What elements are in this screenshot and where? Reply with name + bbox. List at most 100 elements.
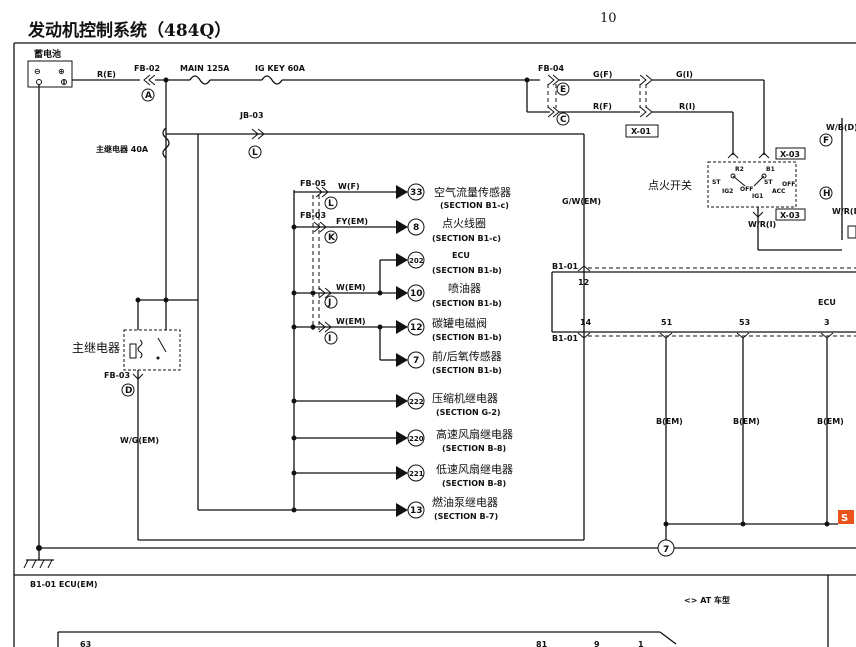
wire-w-r-i: W/R(I) bbox=[748, 220, 776, 229]
ignition-switch: ST IG2 R2 OFF IG1 B1 ST ACC OFF bbox=[707, 161, 797, 208]
load-section: (SECTION B-8) bbox=[442, 444, 506, 453]
load-ref: 33 bbox=[410, 188, 423, 198]
fb-05-label: FB-05 bbox=[300, 179, 326, 188]
wire-b-em-3: B(EM) bbox=[817, 417, 844, 426]
ecu-pin-53: 53 bbox=[739, 318, 750, 327]
wire-w-r-d: W/R(D) bbox=[832, 207, 856, 216]
ground-symbol bbox=[23, 559, 54, 569]
wire-g-w-em: G/W(EM) bbox=[562, 197, 601, 206]
battery-plus-icon: ⊕ bbox=[58, 67, 65, 76]
fb-02-label: FB-02 bbox=[134, 64, 160, 73]
load-13: 13 燃油泵继电器 (SECTION B-7) bbox=[396, 495, 498, 521]
load-section: (SECTION B1-b) bbox=[432, 333, 502, 342]
svg-text:K: K bbox=[328, 233, 336, 243]
ecu-label: ECU bbox=[818, 298, 836, 307]
load-12: 12 碳罐电磁阀 (SECTION B1-b) bbox=[396, 316, 502, 342]
load-name: 压缩机继电器 bbox=[432, 391, 498, 405]
x-01-connector bbox=[639, 74, 653, 118]
wire-g-i: G(I) bbox=[676, 70, 693, 79]
load-ref: 13 bbox=[410, 506, 423, 516]
load-ref: 220 bbox=[409, 435, 424, 443]
page-title: 发动机控制系统（484Q） bbox=[27, 20, 231, 41]
fb-03-bottom-label: FB-03 bbox=[104, 371, 130, 380]
svg-text:L: L bbox=[252, 148, 258, 158]
battery: 蓄电池 ⊖ ⊕ bbox=[27, 48, 73, 88]
circle-i bbox=[324, 331, 338, 345]
load-ref: 221 bbox=[409, 470, 424, 478]
svg-text:IG2: IG2 bbox=[722, 188, 733, 195]
load-8: 8 点火线圈 (SECTION B1-c) bbox=[396, 216, 501, 243]
fb-03-mid-label: FB-03 bbox=[300, 211, 326, 220]
load-ref: 7 bbox=[413, 356, 419, 366]
svg-text:IG1: IG1 bbox=[752, 193, 763, 200]
circle-k bbox=[324, 230, 338, 244]
wire-b-em-2: B(EM) bbox=[733, 417, 760, 426]
svg-text:OFF: OFF bbox=[740, 186, 753, 193]
x-03-connector-bottom bbox=[752, 211, 764, 218]
circle-f bbox=[819, 133, 833, 147]
circle-h bbox=[819, 186, 833, 200]
fb-03-bottom-connector bbox=[132, 373, 144, 380]
wire-fy-em: FY(EM) bbox=[336, 217, 368, 226]
bottom-panel-title: B1-01 ECU(EM) bbox=[30, 580, 97, 589]
load-10: 10 喷油器 (SECTION B1-b) bbox=[396, 281, 502, 308]
load-section: (SECTION B-8) bbox=[442, 479, 506, 488]
load-7: 7 前/后氧传感器 (SECTION B1-b) bbox=[396, 349, 502, 375]
svg-text:L: L bbox=[328, 199, 334, 209]
fb-02-connector bbox=[143, 74, 156, 86]
circle-e bbox=[556, 82, 570, 96]
jb-03-label: JB-03 bbox=[239, 111, 264, 120]
b1-01-bottom-label: B1-01 bbox=[552, 334, 579, 343]
svg-text:ST: ST bbox=[764, 179, 773, 186]
x-01-label: X-01 bbox=[631, 127, 651, 136]
wire-w-em-1: W(EM) bbox=[336, 283, 366, 292]
svg-text:B1: B1 bbox=[766, 166, 775, 173]
wire-b-em-1: B(EM) bbox=[656, 417, 683, 426]
load-name: 高速风扇继电器 bbox=[436, 427, 513, 441]
ig-key-fuse-label: IG KEY 60A bbox=[255, 64, 306, 73]
circle-d bbox=[121, 383, 135, 397]
load-220: 220 高速风扇继电器 (SECTION B-8) bbox=[396, 427, 513, 453]
load-section: (SECTION B1-c) bbox=[432, 234, 501, 243]
main-fuse-label: MAIN 125A bbox=[180, 64, 230, 73]
diagram-frame bbox=[13, 42, 856, 647]
load-name: 前/后氧传感器 bbox=[432, 349, 502, 363]
svg-text:R2: R2 bbox=[735, 166, 744, 173]
svg-text:ST: ST bbox=[712, 179, 721, 186]
main-relay-fuse-label: 主继电器 40A bbox=[96, 144, 149, 154]
svg-text:D: D bbox=[125, 386, 132, 396]
load-name: ECU bbox=[452, 251, 470, 260]
x-03-connector-top bbox=[727, 152, 770, 159]
page-number: 10 bbox=[600, 11, 617, 26]
at-model-note: <> AT 车型 bbox=[684, 595, 730, 605]
load-221: 221 低速风扇继电器 (SECTION B-8) bbox=[396, 462, 513, 488]
main-relay-label: 主继电器 bbox=[72, 341, 120, 355]
wire-w-em-2: W(EM) bbox=[336, 317, 366, 326]
load-section: (SECTION B1-c) bbox=[440, 201, 509, 210]
ecu-pin-3: 3 bbox=[824, 318, 830, 327]
load-ref: 10 bbox=[410, 289, 423, 299]
ecu-block: B1-01 B1-01 12 ECU 14 51 53 3 bbox=[551, 262, 856, 343]
main-relay-fuse-icon bbox=[162, 127, 170, 159]
load-ref: 202 bbox=[409, 257, 424, 265]
circle-j bbox=[324, 295, 338, 309]
x-01-box bbox=[625, 124, 659, 138]
load-section: (SECTION B-7) bbox=[434, 512, 498, 521]
main-fuse-icon bbox=[189, 75, 211, 85]
ignition-switch-label: 点火开关 bbox=[648, 178, 692, 192]
panel-pin-9: 9 bbox=[594, 640, 600, 647]
load-name: 低速风扇继电器 bbox=[436, 462, 513, 476]
main-relay bbox=[123, 329, 181, 371]
load-section: (SECTION G-2) bbox=[436, 408, 501, 417]
panel-pin-63: 63 bbox=[80, 640, 91, 647]
load-name: 碳罐电磁阀 bbox=[432, 316, 487, 330]
svg-text:ACC: ACC bbox=[772, 188, 786, 195]
ecu-pin-12: 12 bbox=[578, 278, 589, 287]
x-03-bottom-label: X-03 bbox=[780, 211, 800, 220]
load-name: 空气流量传感器 bbox=[434, 185, 511, 199]
fb-04-label: FB-04 bbox=[538, 64, 564, 73]
wire-r-e: R(E) bbox=[97, 70, 116, 79]
load-ref: 12 bbox=[410, 323, 423, 333]
panel-pin-81: 81 bbox=[536, 640, 548, 647]
